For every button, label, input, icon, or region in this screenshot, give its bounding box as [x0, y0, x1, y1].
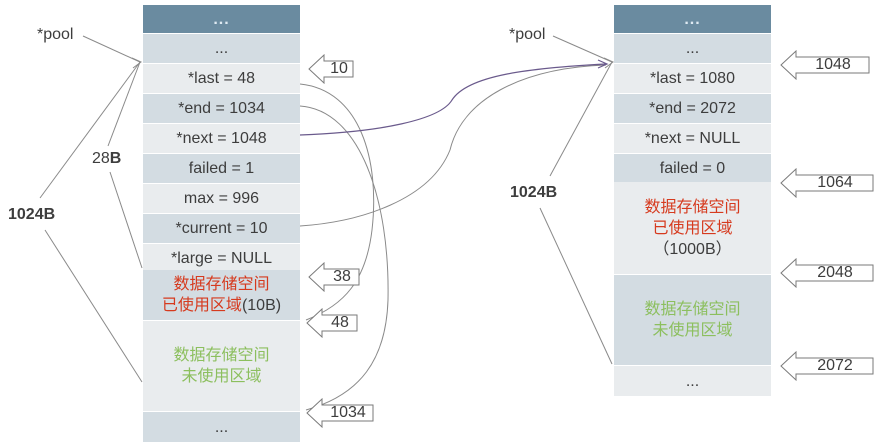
end-pointer-curve	[299, 105, 389, 411]
left-arrow-icon	[308, 53, 354, 85]
left-pool-row-1: ...	[143, 34, 300, 63]
left-address-marker-3: 1034	[306, 397, 374, 429]
left-pool-row-4: *next = 1048	[143, 124, 300, 153]
left-pool-row-2: *last = 48	[143, 64, 300, 93]
address-marker-value: 1048	[815, 56, 851, 73]
left-used-line2-text: 已使用区域	[161, 297, 242, 314]
left-used-data-area: 数据存储空间 已使用区域(10B)	[143, 270, 300, 320]
right-used-line1: 数据存储空间	[644, 198, 741, 216]
left-pool-pointer-line	[82, 35, 141, 63]
left-size-total-label: 1024B	[8, 206, 56, 223]
left-arrow-icon	[306, 307, 358, 339]
left-pool-row-0: ...	[143, 5, 300, 33]
left-pool-row-5: failed = 1	[143, 154, 300, 183]
left-unused-line1: 数据存储空间	[173, 347, 270, 364]
right-used-size: （1000B）	[653, 240, 732, 258]
right-unused-data-area: 数据存储空间 未使用区域	[614, 275, 771, 365]
current-pointer-curve	[299, 64, 607, 227]
address-marker-value: 2072	[817, 357, 853, 374]
address-marker-value: 48	[331, 314, 349, 331]
left-arrow-icon	[306, 397, 374, 429]
left-address-marker-2: 48	[306, 307, 358, 339]
address-marker-value: 10	[330, 60, 348, 77]
right-pool-row-2: *last = 1080	[614, 64, 771, 93]
left-used-size: (10B)	[241, 297, 282, 314]
left-arrow-icon	[308, 261, 360, 293]
right-address-marker-2: 2048	[780, 257, 874, 289]
left-pool-row-8: *large = NULL	[143, 244, 300, 273]
left-arrow-icon	[780, 350, 874, 382]
right-address-marker-0: 1048	[780, 49, 870, 81]
left-arrow-icon	[780, 257, 874, 289]
left-address-marker-1: 38	[308, 261, 360, 293]
right-pool-label: *pool	[509, 26, 546, 43]
right-tail-block: ...	[614, 366, 771, 396]
right-1024b-bracket-bottom	[539, 207, 613, 365]
next-pointer-arrowhead	[597, 59, 609, 69]
left-arrow-icon	[780, 49, 870, 81]
right-used-data-area: 数据存储空间 已使用区域 （1000B）	[614, 182, 771, 274]
right-address-marker-1: 1064	[780, 167, 874, 199]
right-1024b-bracket-top	[549, 61, 613, 177]
next-pointer-link	[299, 63, 607, 136]
right-pool-row-3: *end = 2072	[614, 94, 771, 123]
right-pool-arrowhead	[603, 57, 614, 69]
left-28b-bracket-bottom	[109, 171, 143, 269]
left-pool-label: *pool	[37, 26, 74, 43]
address-marker-value: 38	[333, 268, 351, 285]
right-pool-row-4: *next = NULL	[614, 124, 771, 153]
header-size-number: 28	[92, 150, 110, 167]
left-pool-row-6: max = 996	[143, 184, 300, 213]
left-address-marker-0: 10	[308, 53, 354, 85]
right-address-marker-3: 2072	[780, 350, 874, 382]
left-used-line1: 数据存储空间	[173, 276, 270, 293]
right-pool-pointer-line	[552, 35, 613, 63]
right-pool-row-5: failed = 0	[614, 154, 771, 183]
right-used-line2: 已使用区域	[652, 219, 733, 237]
left-1024b-bracket-bottom	[44, 229, 143, 383]
left-1024b-bracket-top	[39, 61, 141, 199]
header-size-unit: B	[109, 150, 122, 167]
right-pool-row-0: ...	[614, 5, 771, 33]
left-pool-row-7: *current = 10	[143, 214, 300, 243]
right-unused-line1: 数据存储空间	[644, 301, 741, 318]
left-pool-row-3: *end = 1034	[143, 94, 300, 123]
left-used-line2: 已使用区域(10B)	[162, 295, 281, 316]
last-pointer-curve	[299, 83, 375, 321]
address-marker-value: 1034	[330, 404, 366, 421]
right-size-total-label: 1024B	[510, 184, 558, 201]
right-unused-line2: 未使用区域	[652, 322, 733, 339]
left-unused-line2: 未使用区域	[181, 368, 262, 385]
left-header-size-label: 28B	[92, 150, 121, 168]
left-arrow-icon	[780, 167, 874, 199]
right-pool-row-1: ...	[614, 34, 771, 63]
left-pool-arrowhead	[131, 57, 142, 69]
address-marker-value: 2048	[817, 264, 853, 281]
address-marker-value: 1064	[817, 174, 853, 191]
left-unused-data-area: 数据存储空间 未使用区域	[143, 321, 300, 411]
left-tail-block: ...	[143, 412, 300, 442]
left-28b-bracket-top	[107, 61, 141, 147]
